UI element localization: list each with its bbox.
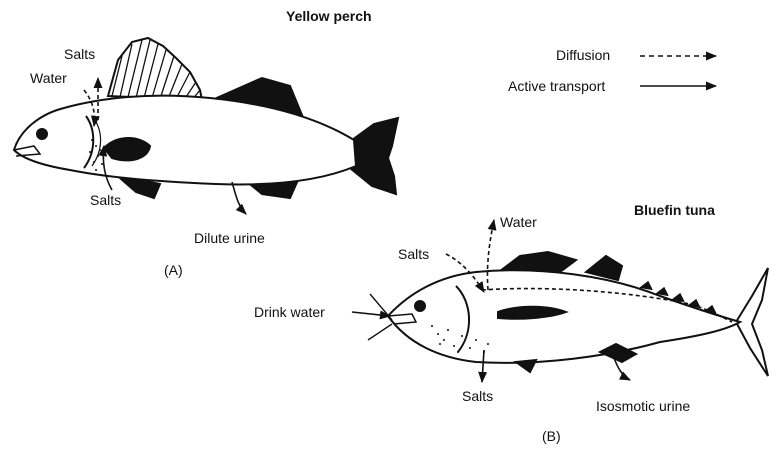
perch-salts-out-label: Salts <box>64 46 95 62</box>
tuna-body <box>388 270 740 363</box>
perch-urine-label: Dilute urine <box>194 230 265 246</box>
perch-water-label: Water <box>30 70 67 86</box>
tuna-eye <box>415 301 425 311</box>
perch-spiny-dorsal-fin <box>108 38 202 100</box>
tuna-title: Bluefin tuna <box>634 202 715 218</box>
legend-lines <box>640 56 716 86</box>
panel-b-label: (B) <box>542 428 561 444</box>
tuna-salts-out-label: Salts <box>462 388 493 404</box>
panel-a-label: (A) <box>164 262 183 278</box>
perch-urine-arrow <box>232 182 246 214</box>
legend-diffusion-label: Diffusion <box>556 47 610 63</box>
tuna-pelvic-fin <box>516 360 536 372</box>
bluefin-tuna-fish <box>388 252 768 376</box>
perch-title: Yellow perch <box>286 8 372 24</box>
legend-active-label: Active transport <box>508 78 605 94</box>
tuna-drink-water-label: Drink water <box>254 304 325 320</box>
tuna-drink-water-arrow <box>352 312 390 316</box>
perch-caudal-fin <box>350 118 398 194</box>
yellow-perch-fish <box>14 38 398 198</box>
perch-body <box>14 96 356 185</box>
tuna-urine-label: Isosmotic urine <box>596 398 690 414</box>
tuna-water-label: Water <box>500 214 537 230</box>
perch-salts-in-label: Salts <box>90 192 121 208</box>
perch-eye <box>37 129 47 139</box>
tuna-salts-in-label: Salts <box>398 246 429 262</box>
